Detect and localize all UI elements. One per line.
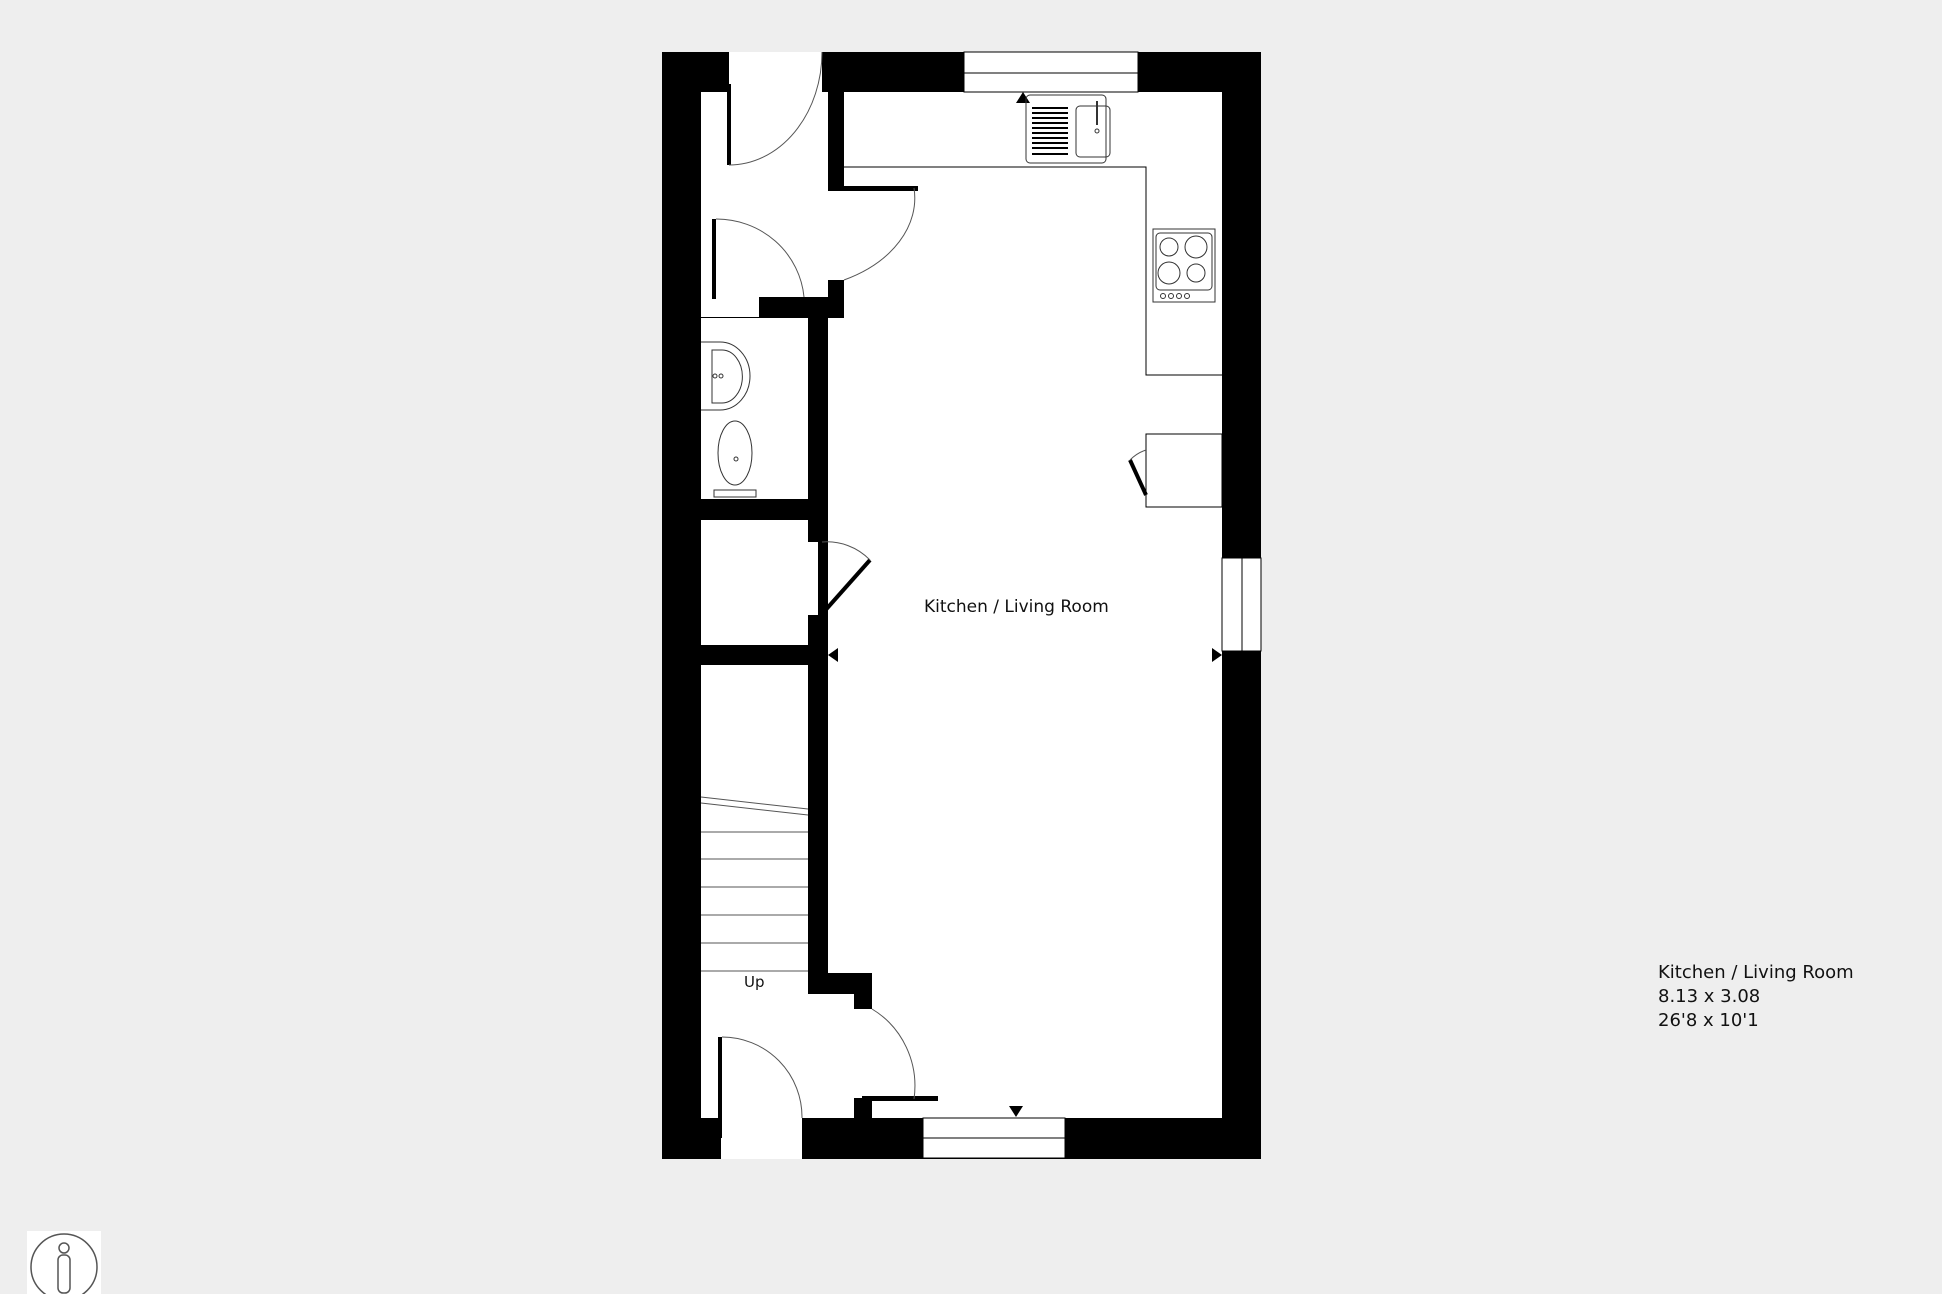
wc-floor — [701, 318, 808, 499]
legend-imperial: 26'8 x 10'1 — [1658, 1010, 1759, 1031]
hall-floor-bottom — [701, 994, 854, 1118]
window-bottom — [922, 1117, 1066, 1159]
room-label-kitchen-living: Kitchen / Living Room — [924, 597, 1109, 617]
door-swing-bottom — [721, 1036, 803, 1119]
stair-treads — [700, 796, 809, 972]
kitchen-worktop — [844, 166, 1222, 376]
door-opening-bottom — [721, 1118, 802, 1159]
cupboard-floor — [701, 520, 818, 645]
stairs-up-label: Up — [744, 973, 765, 991]
partition-wall — [828, 92, 844, 188]
door-swing-top — [728, 51, 823, 166]
legend-room-name: Kitchen / Living Room — [1658, 962, 1854, 983]
dimension-marker-right — [1212, 648, 1222, 662]
utility-cupboard — [1145, 433, 1223, 508]
window-top — [963, 51, 1139, 93]
wc-basin — [701, 341, 751, 411]
dimension-marker-left — [828, 648, 838, 662]
kitchen-sink — [1025, 94, 1111, 164]
window-right — [1221, 557, 1262, 652]
legend-metric: 8.13 x 3.08 — [1658, 986, 1761, 1007]
door-opening-top — [729, 52, 822, 92]
room-dimensions-legend: Kitchen / Living Room 8.13 x 3.08 26'8 x… — [1658, 961, 1854, 1033]
stair-area — [701, 665, 808, 994]
window-marker-bottom — [1009, 1106, 1023, 1117]
person-in-circle-icon — [27, 1231, 101, 1294]
wc-toilet — [713, 420, 757, 498]
hob — [1152, 228, 1216, 303]
